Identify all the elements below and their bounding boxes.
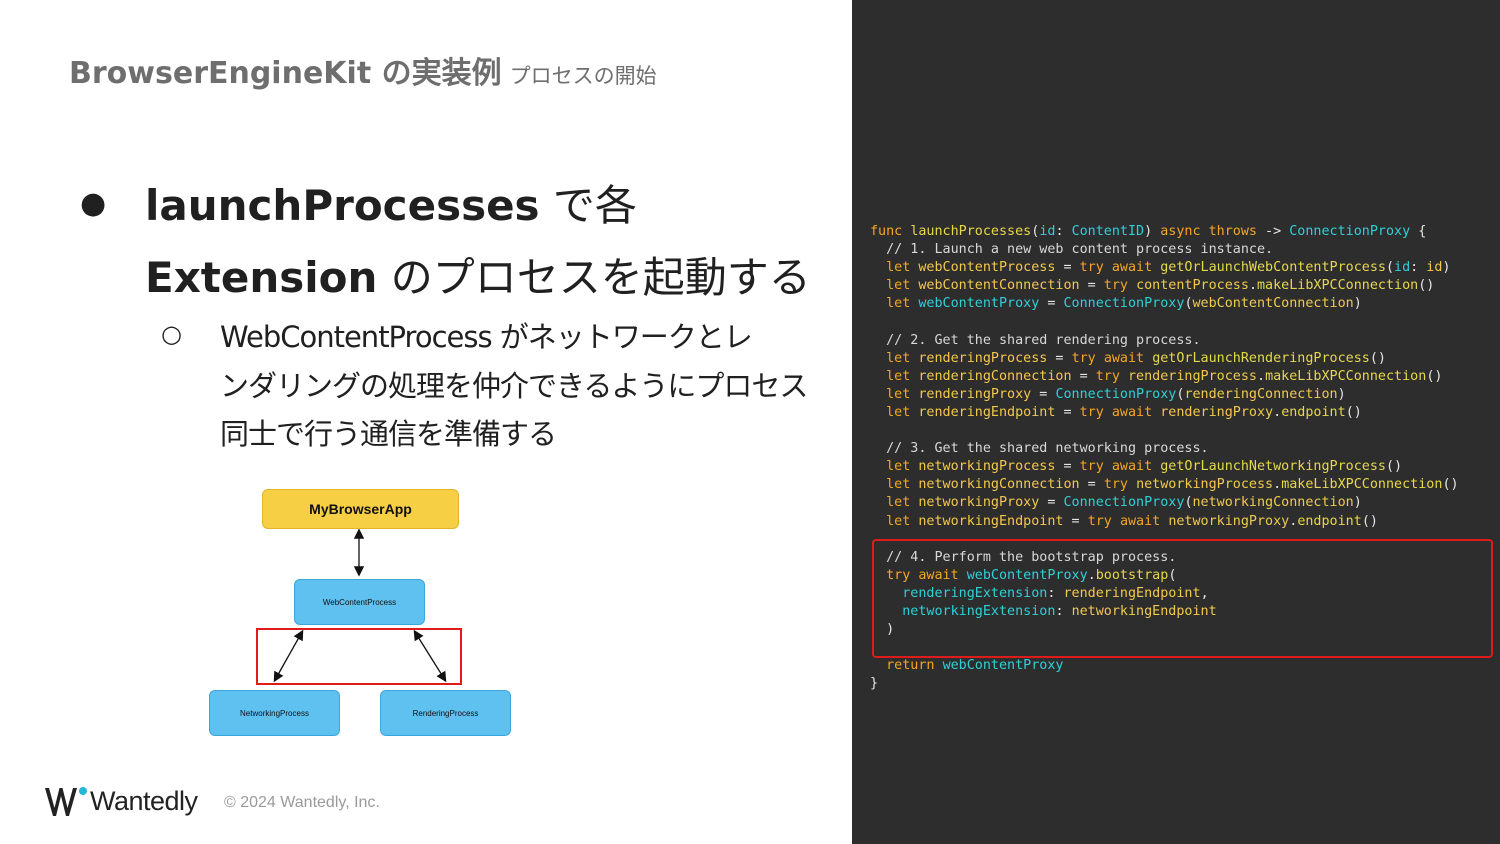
bullet1-line2: Extension のプロセスを起動する (145, 244, 811, 305)
code-panel: func launchProcesses(id: ContentID) asyn… (852, 0, 1500, 844)
code-line: // 1. Launch a new web content process i… (886, 242, 1274, 258)
sub-bullet-marker: ○ (161, 320, 182, 348)
webcontent-networking-arrow (273, 629, 304, 683)
code-line (870, 313, 1459, 331)
code-line: networkingExtension: networkingEndpoint (902, 603, 1217, 619)
code-line: // 4. Perform the bootstrap process. (886, 549, 1177, 565)
code-line: ) (870, 622, 895, 638)
wantedly-logo-icon (45, 787, 87, 816)
code-line: let renderingProcess = try await getOrLa… (886, 350, 1386, 366)
code-line: let networkingEndpoint = try await netwo… (886, 513, 1378, 529)
bullet2-line1: WebContentProcess がネットワークとレ (220, 320, 753, 354)
code-line: let webContentConnection = try contentPr… (886, 278, 1435, 294)
slide-content: BrowserEngineKit の実装例プロセスの開始 ● launchPro… (44, 48, 811, 820)
code-line (870, 422, 1459, 440)
code-line: let networkingConnection = try networkin… (886, 477, 1459, 493)
code-line: return webContentProxy (886, 658, 1064, 674)
copyright: © 2024 Wantedly, Inc. (224, 794, 380, 811)
code-line: renderingExtension: renderingEndpoint, (902, 585, 1209, 601)
mybrowserapp-box: MyBrowserApp (262, 489, 459, 529)
networkingprocess-box: NetworkingProcess (209, 690, 340, 736)
wantedly-logo-text: Wantedly (90, 786, 198, 816)
bullet2-line2: ンダリングの処理を仲介できるようにプロセス (220, 369, 808, 403)
bullet1-line1-bold: launchProcesses (145, 181, 540, 230)
code-highlight-box (872, 539, 1493, 658)
process-diagram: MyBrowserApp WebContentProcess Networkin… (205, 485, 515, 740)
footer: Wantedly © 2024 Wantedly, Inc. (44, 784, 444, 820)
bullet2-line3: 同士で行う通信を準備する (220, 417, 557, 451)
bullet-marker: ● (80, 186, 107, 221)
bullet1-line1: launchProcesses で各 (145, 172, 637, 233)
code-line: // 3. Get the shared networking process. (886, 441, 1209, 457)
code-line: let networkingProxy = ConnectionProxy(ne… (886, 495, 1362, 511)
diagram-arrows (256, 528, 462, 685)
code-line: } (870, 676, 879, 692)
renderingprocess-box: RenderingProcess (380, 690, 511, 736)
code-line: func launchProcesses(id: ContentID) asyn… (870, 224, 1427, 239)
webcontent-rendering-arrow (413, 629, 447, 683)
code-line: try await webContentProxy.bootstrap( (886, 567, 1177, 583)
code-line: let renderingEndpoint = try await render… (886, 404, 1362, 420)
highlight-box (256, 628, 462, 685)
code-line: let webContentProxy = ConnectionProxy(we… (886, 296, 1362, 312)
slide-title: BrowserEngineKit の実装例プロセスの開始 (69, 48, 657, 92)
bullet1-line1-rest: で各 (539, 181, 637, 230)
bullet1-line2-rest: のプロセスを起動する (377, 253, 811, 302)
webcontentprocess-box: WebContentProcess (294, 579, 425, 625)
code-line: let networkingProcess = try await getOrL… (886, 459, 1403, 475)
title-main: BrowserEngineKit の実装例 (69, 56, 502, 91)
code-line: let webContentProcess = try await getOrL… (886, 260, 1451, 276)
code-line: // 2. Get the shared rendering process. (886, 332, 1201, 348)
bullet1-line2-bold: Extension (145, 253, 378, 302)
code-line: let renderingConnection = try renderingP… (886, 368, 1443, 384)
code-block: func launchProcesses(id: ContentID) asyn… (870, 223, 1459, 693)
title-subtitle: プロセスの開始 (509, 64, 657, 88)
code-line: let renderingProxy = ConnectionProxy(ren… (886, 386, 1346, 402)
